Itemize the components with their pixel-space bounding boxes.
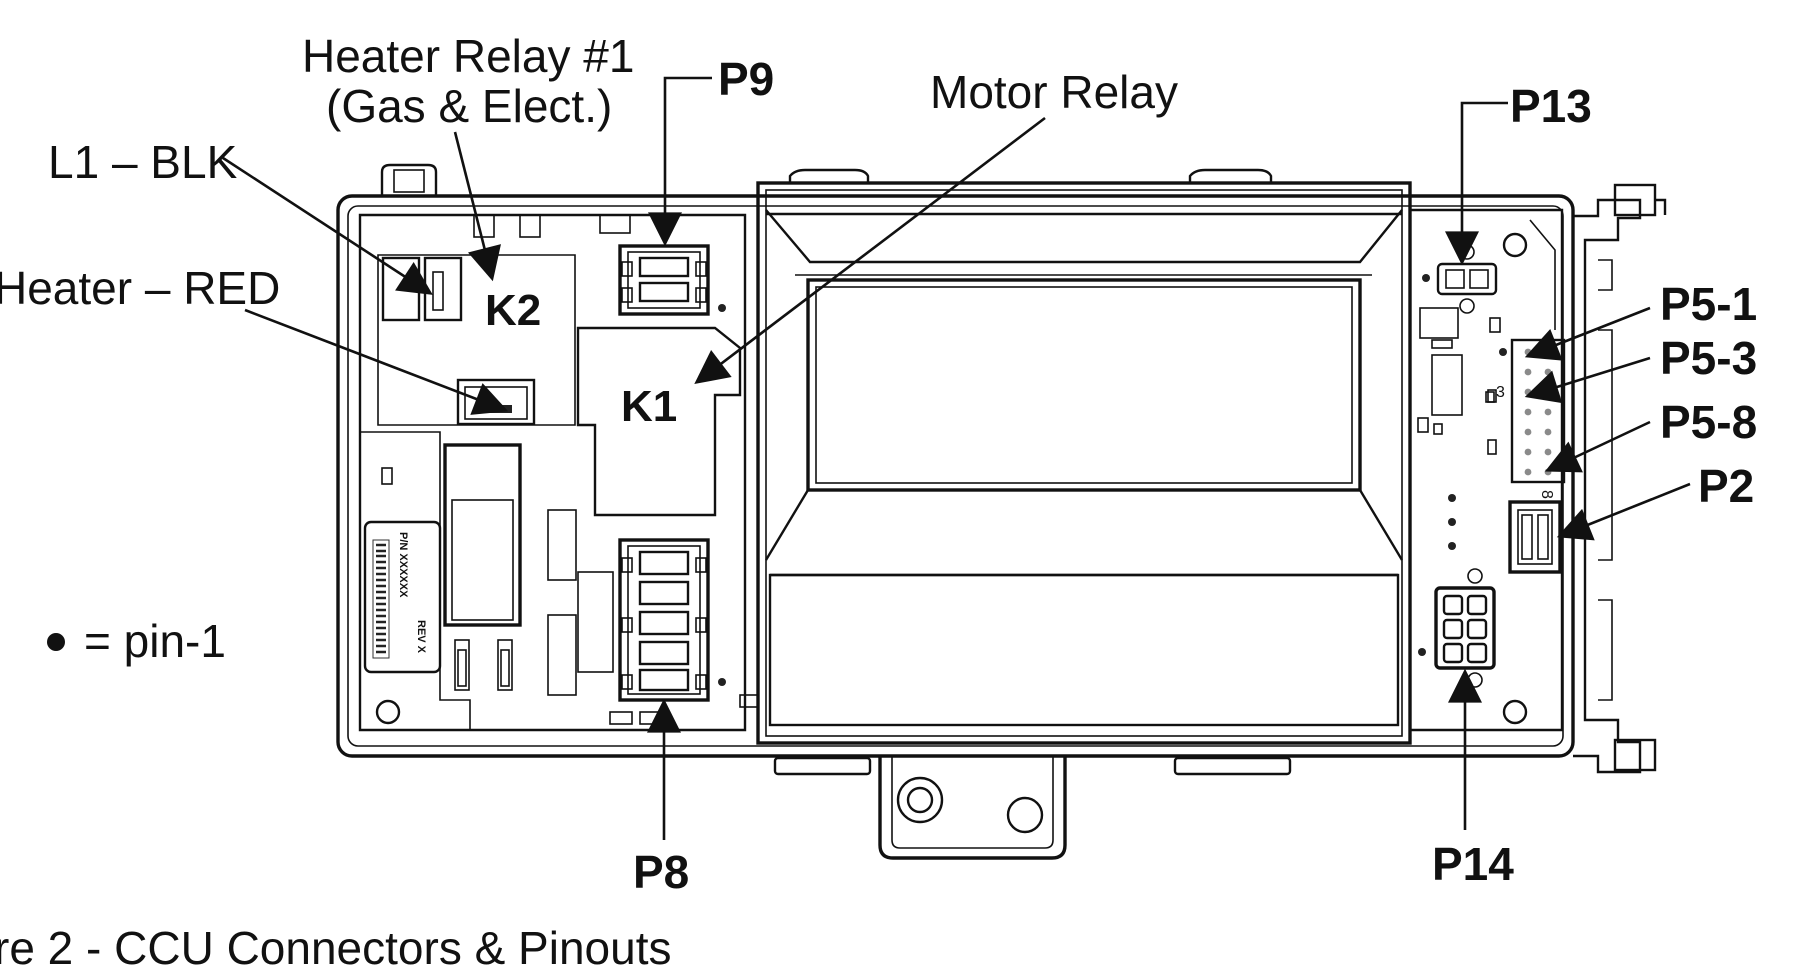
p8-connector [618, 538, 726, 702]
leader-l1-blk [222, 156, 433, 295]
pin1-legend-dot [47, 633, 65, 651]
label-heater-red: Heater – RED [0, 262, 280, 314]
board-rev: REV X [415, 620, 427, 654]
p2-connector [1448, 494, 1562, 574]
label-p8: P8 [633, 846, 689, 898]
label-heater-relay-line2: (Gas & Elect.) [326, 80, 612, 132]
display-housing [739, 168, 1412, 745]
board-outline [336, 163, 1667, 860]
leader-heater-red [244, 308, 509, 415]
label-motor-relay: Motor Relay [930, 66, 1178, 118]
label-l1-blk: L1 – BLK [48, 136, 238, 188]
left-board-area: P/N XXXXXX REV X [358, 213, 747, 732]
label-k1: K1 [621, 382, 677, 431]
leader-lines [222, 76, 1691, 840]
label-p5-3: P5-3 [1660, 332, 1757, 384]
label-p5-8: P5-8 [1660, 396, 1757, 448]
leader-p5-8 [1544, 420, 1651, 473]
p14-connector [1418, 568, 1496, 688]
label-k2: K2 [485, 286, 541, 335]
callout-labels: Heater Relay #1 (Gas & Elect.) P9 Motor … [0, 30, 1757, 968]
leader-heater-relay [453, 131, 501, 282]
label-p5-1: P5-1 [1660, 278, 1757, 330]
label-p14: P14 [1432, 838, 1514, 890]
sticker-barcode [372, 539, 390, 659]
right-board-area: 3 8 [1410, 208, 1566, 732]
label-heater-relay-line1: Heater Relay #1 [302, 30, 634, 82]
label-p9: P9 [718, 53, 774, 105]
figure-caption: re 2 - CCU Connectors & Pinouts [0, 922, 672, 968]
leader-p5-1 [1524, 306, 1651, 361]
p5-pin3-marker: 3 [1496, 384, 1505, 401]
leader-p9 [648, 76, 712, 247]
leader-p13 [1445, 101, 1508, 266]
board-part-number: P/N XXXXXX [397, 532, 409, 598]
p5-connector: 3 8 [1485, 338, 1566, 499]
label-pin1-legend: = pin-1 [84, 615, 226, 667]
leader-motor-relay [694, 116, 1046, 385]
label-p2: P2 [1698, 460, 1754, 512]
p9-connector [618, 244, 726, 316]
p13-connector [1422, 244, 1498, 314]
p5-pin8-marker: 8 [1538, 490, 1555, 499]
label-p13: P13 [1510, 80, 1592, 132]
leader-p5-3 [1524, 356, 1651, 404]
leader-p2 [1556, 482, 1691, 541]
